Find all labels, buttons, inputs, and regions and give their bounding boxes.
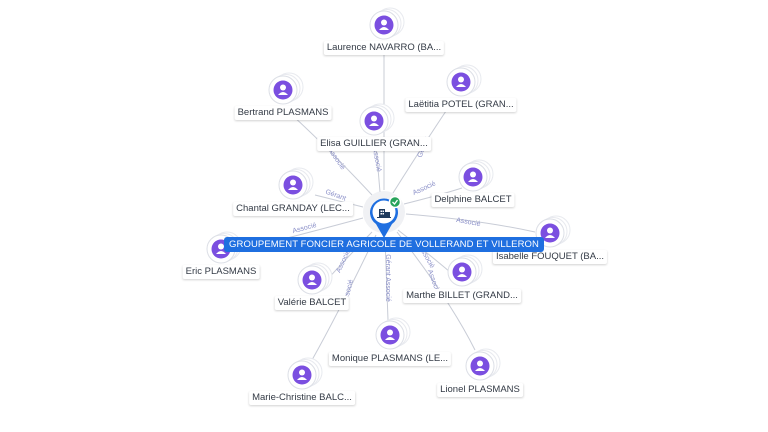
center-company-label[interactable]: GROUPEMENT FONCIER AGRICOLE DE VOLLERAND…: [224, 237, 544, 252]
person-icon: [216, 243, 226, 254]
person-node[interactable]: [375, 317, 411, 350]
person-node[interactable]: [535, 215, 571, 248]
person-node[interactable]: [268, 72, 304, 105]
person-name-label[interactable]: Laurence NAVARRO (BA...: [323, 41, 445, 55]
person-icon: [278, 84, 288, 95]
person-node[interactable]: [297, 262, 333, 295]
person-icon: [475, 360, 485, 371]
person-name-label[interactable]: Eric PLASMANS: [182, 265, 260, 279]
person-node[interactable]: [465, 348, 501, 381]
person-name-label[interactable]: Delphine BALCET: [431, 193, 515, 207]
person-node[interactable]: [359, 103, 395, 136]
person-icon: [307, 274, 317, 285]
edge-role-label: Associé: [456, 217, 481, 228]
person-name-label[interactable]: Monique PLASMANS (LE...: [328, 352, 452, 366]
person-icon: [369, 115, 379, 126]
person-node[interactable]: [287, 357, 323, 390]
person-icon: [456, 76, 466, 87]
person-name-label[interactable]: Lionel PLASMANS: [437, 383, 523, 397]
person-name-label[interactable]: Isabelle FOUQUET (BA...: [492, 250, 608, 264]
person-name-label[interactable]: Chantal GRANDAY (LEC...: [233, 202, 353, 216]
edge-line: [397, 229, 451, 273]
center-company-node[interactable]: [363, 191, 405, 238]
edge-role-label: Associé: [335, 249, 352, 274]
person-node[interactable]: [369, 7, 405, 40]
person-node[interactable]: [446, 64, 482, 97]
person-icon: [545, 227, 555, 238]
edge-role-label: Associé: [371, 147, 382, 172]
edge-line: [375, 144, 381, 193]
building-icon: [377, 209, 391, 218]
person-name-label[interactable]: Marie-Christine BALC...: [249, 391, 355, 405]
edge-line: [405, 213, 536, 233]
edge-line: [291, 114, 373, 196]
person-name-label[interactable]: Bertrand PLASMANS: [234, 106, 332, 120]
person-icon: [468, 171, 478, 182]
verified-check-icon: [388, 195, 402, 209]
person-name-label[interactable]: Marthe BILLET (GRAND...: [403, 289, 521, 303]
person-icon: [457, 266, 467, 277]
edge-line: [314, 194, 364, 208]
person-icon: [297, 369, 307, 380]
person-name-label[interactable]: Valérie BALCET: [274, 296, 350, 310]
person-node[interactable]: [447, 254, 483, 287]
person-icon: [288, 179, 298, 190]
person-node[interactable]: [278, 167, 314, 200]
person-name-label[interactable]: Elisa GUILLIER (GRAN...: [317, 137, 431, 151]
person-name-label[interactable]: Laëtitia POTEL (GRAN...: [405, 98, 517, 112]
person-icon: [379, 19, 389, 30]
person-icon: [385, 329, 395, 340]
edge-role-label: Gérant Associé: [384, 254, 391, 302]
nodes-layer: [206, 7, 571, 390]
person-node[interactable]: [458, 159, 494, 192]
